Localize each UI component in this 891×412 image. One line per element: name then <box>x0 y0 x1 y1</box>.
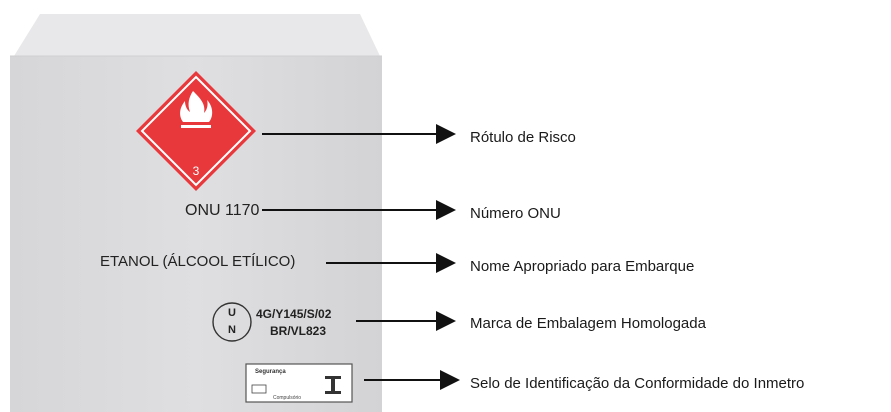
un-mark-n: N <box>228 324 236 336</box>
package-spec-line-1: 4G/Y145/S/02 <box>256 307 332 321</box>
callout-inmetro-seal: Selo de Identificação da Conformidade do… <box>470 375 805 392</box>
inmetro-logo-icon <box>325 376 341 394</box>
callout-packaging-mark: Marca de Embalagem Homologada <box>470 315 706 332</box>
shipping-name: ETANOL (ÁLCOOL ETÍLICO) <box>100 253 296 270</box>
callout-onu-number: Número ONU <box>470 205 561 222</box>
package-spec-line-2: BR/VL823 <box>270 324 327 338</box>
callout-shipping-name: Nome Apropriado para Embarque <box>470 258 695 275</box>
un-mark-u: U <box>228 307 236 319</box>
seal-subtitle: Compulsório <box>273 395 302 401</box>
box-top <box>14 14 380 56</box>
seal-title: Segurança <box>255 369 286 375</box>
onu-number: ONU 1170 <box>185 202 260 219</box>
un-circle <box>212 302 252 342</box>
hazard-diamond: 3 <box>136 71 256 191</box>
hazard-class-number: 3 <box>193 164 200 178</box>
flame-icon <box>180 91 213 128</box>
inmetro-seal <box>245 363 353 403</box>
callout-hazard-label: Rótulo de Risco <box>470 129 576 146</box>
